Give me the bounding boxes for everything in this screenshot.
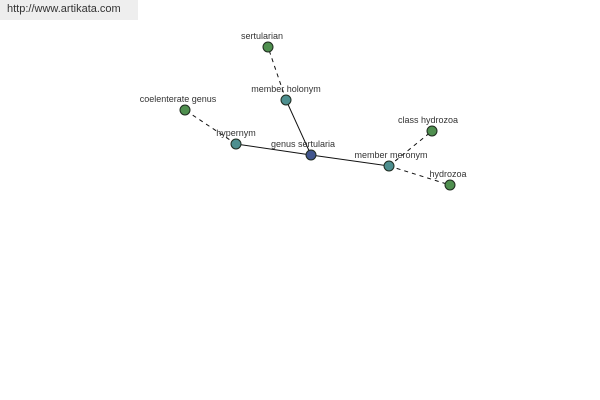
edge-center-member-holonym [285,99,312,156]
node-sertularian[interactable] [262,41,274,53]
url-banner: http://www.artikata.com [0,0,138,20]
edge-hypernym-coelenterate-genus [184,109,237,145]
edge-center-hypernym [235,143,312,156]
node-member-meronym[interactable] [383,160,395,172]
node-label-member-meronym[interactable]: member meronym [354,150,427,160]
node-label-sertularian[interactable]: sertularian [241,31,283,41]
node-label-coelenterate-genus[interactable]: coelenterate genus [140,94,217,104]
labels-layer: genus sertularia member holonym hypernym me… [140,31,467,179]
edge-member-meronym-hydrozoa [388,165,451,186]
edge-member-meronym-class-hydrozoa [388,130,433,167]
node-hypernym[interactable] [230,138,242,150]
node-coelenterate-genus[interactable] [179,104,191,116]
edge-member-holonym-sertularian [267,46,287,101]
node-label-member-holonym[interactable]: member holonym [251,84,321,94]
node-hydrozoa[interactable] [444,179,456,191]
node-label-hypernym[interactable]: hypernym [216,128,256,138]
nodes-layer [179,41,456,191]
node-label-hydrozoa[interactable]: hydrozoa [429,169,466,179]
edge-center-member-meronym [310,154,390,167]
node-center[interactable] [305,149,317,161]
node-class-hydrozoa[interactable] [426,125,438,137]
node-label-center[interactable]: genus sertularia [271,139,335,149]
node-member-holonym[interactable] [280,94,292,106]
edges-layer [184,46,451,186]
node-label-class-hydrozoa[interactable]: class hydrozoa [398,115,458,125]
url-text[interactable]: http://www.artikata.com [7,3,121,15]
